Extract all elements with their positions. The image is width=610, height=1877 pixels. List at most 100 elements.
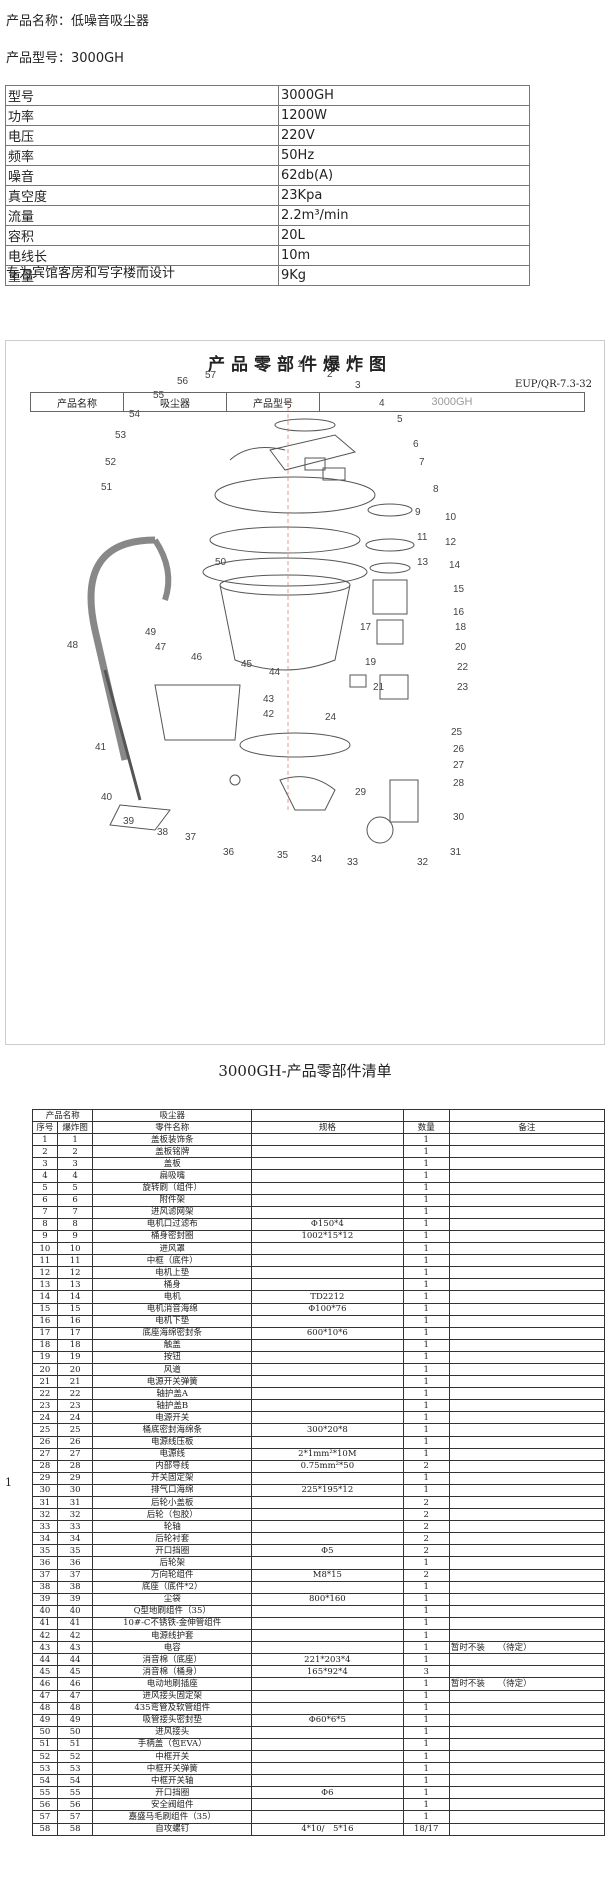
cell-seq: 12 bbox=[32, 1266, 58, 1280]
cell-qty: 1 bbox=[402, 1229, 450, 1244]
cell-seq: 22 bbox=[32, 1387, 58, 1401]
callout-number: 28 bbox=[453, 778, 465, 789]
cell-name: 电源线护套 bbox=[92, 1629, 253, 1643]
cell-seq: 10 bbox=[32, 1242, 58, 1256]
cell-ref: 20 bbox=[56, 1362, 94, 1377]
cell-name: 尘袋 bbox=[92, 1592, 253, 1606]
cell-remark bbox=[448, 1786, 606, 1800]
cell-name: 风道 bbox=[92, 1362, 253, 1377]
cell-remark bbox=[448, 1725, 606, 1739]
cell-seq: 48 bbox=[32, 1701, 58, 1715]
cell-seq: 23 bbox=[32, 1399, 58, 1413]
callout-number: 6 bbox=[413, 439, 419, 450]
cell-name: 排气口海绵 bbox=[92, 1483, 253, 1498]
cell-spec bbox=[251, 1798, 404, 1812]
cell-spec bbox=[251, 1205, 404, 1219]
cell-seq: 11 bbox=[32, 1254, 58, 1268]
cell-name: 电机 bbox=[92, 1290, 253, 1304]
callout-number: 1 bbox=[297, 359, 303, 370]
callout-number: 24 bbox=[325, 712, 337, 723]
spec-value: 1200W bbox=[278, 105, 530, 126]
callout-number: 34 bbox=[311, 854, 323, 865]
cell-seq: 38 bbox=[32, 1580, 58, 1594]
cell-spec bbox=[251, 1737, 404, 1751]
cell-seq: 51 bbox=[32, 1737, 58, 1751]
cell-spec: Φ100*76 bbox=[251, 1302, 404, 1316]
diagram-code: EUP/QR-7.3-32 bbox=[515, 379, 592, 390]
cell-spec bbox=[251, 1810, 404, 1824]
cell-name: 电容 bbox=[92, 1641, 253, 1655]
cell-ref: 41 bbox=[56, 1616, 94, 1631]
cell-seq: 36 bbox=[32, 1556, 58, 1570]
spec-label: 重量 bbox=[5, 265, 279, 286]
cell-remark bbox=[448, 1181, 606, 1195]
cell-qty: 1 bbox=[402, 1350, 450, 1364]
cell-remark bbox=[448, 1749, 606, 1764]
cell-spec bbox=[251, 1677, 404, 1691]
cell-remark bbox=[448, 1290, 606, 1304]
cell-name: 轮轴 bbox=[92, 1520, 253, 1534]
callout-number: 18 bbox=[455, 622, 467, 633]
cell-name: 自攻螺钉 bbox=[92, 1822, 253, 1836]
cell-remark bbox=[448, 1508, 606, 1522]
cell-seq: 50 bbox=[32, 1725, 58, 1739]
cell-spec bbox=[251, 1375, 404, 1389]
spec-value: 50Hz bbox=[278, 145, 530, 166]
parts-header-row-2: 序号 爆炸图 零件名称 规格 数量 备注 bbox=[32, 1121, 606, 1135]
cell-ref: 29 bbox=[56, 1471, 94, 1485]
cell-name: 进风罩 bbox=[92, 1242, 253, 1256]
cell-ref: 4 bbox=[56, 1169, 94, 1183]
cell-qty: 2 bbox=[402, 1495, 450, 1510]
cell-name: 底座（底件*2） bbox=[92, 1580, 253, 1594]
cell-name: 桶身 bbox=[92, 1278, 253, 1292]
cell-name: 电动地刷插座 bbox=[92, 1677, 253, 1691]
cell-seq: 33 bbox=[32, 1520, 58, 1534]
cell-seq: 3 bbox=[32, 1157, 58, 1171]
callout-number: 56 bbox=[177, 376, 189, 387]
spec-value: 3000GH bbox=[278, 85, 530, 106]
cell-remark bbox=[448, 1242, 606, 1256]
cell-name: 电机口过滤布 bbox=[92, 1217, 253, 1231]
cell-spec bbox=[251, 1350, 404, 1364]
cell-ref: 45 bbox=[56, 1665, 94, 1679]
cell-ref: 23 bbox=[56, 1399, 94, 1413]
cell-remark bbox=[448, 1532, 606, 1546]
cell-ref: 47 bbox=[56, 1689, 94, 1703]
cell-qty: 1 bbox=[402, 1145, 450, 1159]
cell-qty: 1 bbox=[402, 1713, 450, 1727]
callout-number: 30 bbox=[453, 812, 465, 823]
cell-qty: 2 bbox=[402, 1544, 450, 1558]
cell-ref: 54 bbox=[56, 1774, 94, 1788]
cell-spec bbox=[251, 1725, 404, 1739]
callout-number: 22 bbox=[457, 662, 469, 673]
cell-ref: 52 bbox=[56, 1749, 94, 1764]
product-name: 产品名称：低噪音吸尘器 bbox=[6, 14, 150, 29]
cell-spec: 600*10*6 bbox=[251, 1326, 404, 1340]
col-seq: 序号 bbox=[32, 1121, 58, 1135]
callout-number: 32 bbox=[417, 857, 429, 868]
cell-name: 后轮架 bbox=[92, 1556, 253, 1570]
cell-name: 10#-C不锈铁-金伸管组件 bbox=[92, 1616, 253, 1631]
cell-remark bbox=[448, 1495, 606, 1510]
cell-spec: 1002*15*12 bbox=[251, 1229, 404, 1244]
cell-name: 吸管接头密封垫 bbox=[92, 1713, 253, 1727]
cell-qty: 1 bbox=[402, 1411, 450, 1425]
cell-ref: 51 bbox=[56, 1737, 94, 1751]
cell-remark bbox=[448, 1254, 606, 1268]
cell-spec bbox=[251, 1169, 404, 1183]
